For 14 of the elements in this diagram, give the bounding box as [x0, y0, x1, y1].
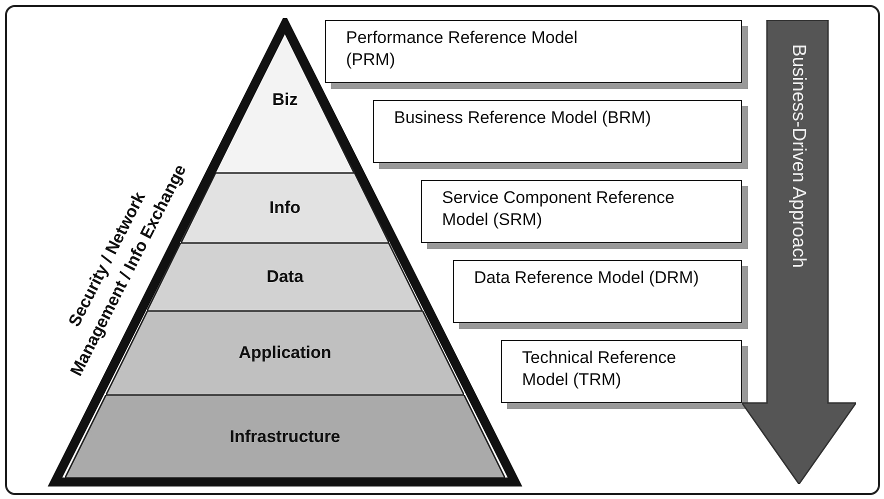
- box-text: Technical Reference Model (TRM): [522, 347, 678, 391]
- tier-label: Application: [238, 343, 332, 363]
- tier-label: Info: [268, 198, 302, 218]
- tier-label: Biz: [271, 90, 299, 110]
- tier-label: Infrastructure: [228, 426, 342, 446]
- pyramid-tier: [65, 395, 505, 478]
- box-text: Performance Reference Model (PRM): [346, 27, 579, 71]
- box-text: Business Reference Model (BRM): [394, 107, 652, 129]
- box-text: Data Reference Model (DRM): [474, 267, 700, 289]
- down-arrow: [742, 20, 856, 484]
- arrow-label: Business-Driven Approach: [786, 44, 808, 268]
- tier-label: Data: [266, 267, 304, 287]
- pyramid-tier: [147, 243, 423, 311]
- box-text: Service Component Reference Model (SRM): [442, 187, 676, 231]
